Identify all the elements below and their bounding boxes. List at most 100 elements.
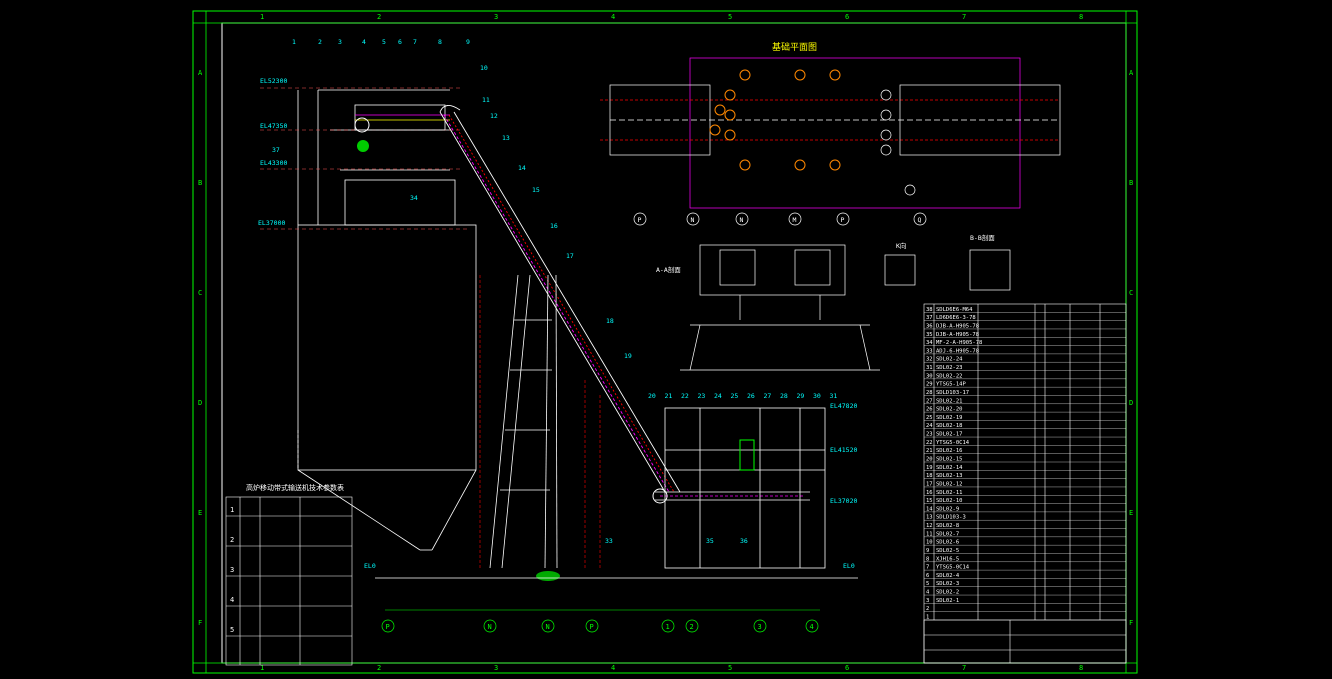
k-view	[884, 254, 916, 286]
bom-item-number: 9	[926, 548, 929, 554]
plan-axis-bubble	[913, 212, 927, 226]
frame-row-label: E	[198, 509, 202, 517]
plan-axis-bubble	[735, 212, 749, 226]
axis-bubble-label: 3	[758, 623, 762, 631]
spec-row-number: 1	[230, 506, 234, 514]
foundation-bolt-marker	[724, 89, 736, 101]
part-callout: 3	[338, 38, 342, 46]
bom-item-number: 3	[926, 598, 929, 604]
frame-column-label: 7	[962, 664, 966, 672]
bom-item-number: 37	[926, 315, 933, 321]
elevation-label: EL47350	[260, 122, 287, 130]
spec-table-title: 高炉移动带式输送机技术参数表	[246, 483, 344, 492]
plan-axis-label: P	[638, 216, 642, 224]
part-callout: 27	[764, 392, 772, 400]
part-callout: 37	[272, 146, 280, 154]
frame-row-label: A	[198, 69, 203, 77]
plan-view-title: 基础平面图	[772, 41, 817, 53]
foundation-bolt-marker	[724, 109, 736, 121]
part-callout: 31	[830, 392, 838, 400]
bom-item-number: 30	[926, 373, 933, 379]
axis-bubble-label: 4	[810, 623, 814, 631]
bom-item-code: SDL02-8	[936, 523, 959, 529]
truss-diagonals	[479, 275, 601, 568]
part-callout: 2	[318, 38, 322, 46]
part-callout: 9	[466, 38, 470, 46]
plan-axis-bubble	[633, 212, 647, 226]
bom-item-number: 13	[926, 515, 933, 521]
part-callout: 12	[490, 112, 498, 120]
bom-item-code: SDL02-9	[936, 506, 959, 512]
bom-item-number: 23	[926, 432, 933, 438]
foundation-bolt-marker	[829, 159, 841, 171]
frame-row-label: C	[198, 289, 202, 297]
foundation-bolt-marker	[794, 159, 806, 171]
foundation-bolt-marker	[709, 124, 721, 136]
bom-item-code: MF-2-A-H905-78	[936, 340, 982, 346]
bom-item-code: DJB-A-H905-78	[936, 332, 979, 338]
part-callout: 5	[382, 38, 386, 46]
frame-column-label: 6	[845, 13, 849, 21]
frame-zone-markers	[193, 11, 1137, 673]
spec-row-number: 2	[230, 536, 234, 544]
foundation-bolt-marker	[829, 69, 841, 81]
part-callout: 36	[740, 537, 748, 545]
foundation-bolt-marker	[880, 144, 892, 156]
bom-item-code: SDL02-5	[936, 548, 959, 554]
part-callout: 30	[813, 392, 821, 400]
part-callout: 1	[292, 38, 296, 46]
part-callout: 21	[665, 392, 673, 400]
spec-row-number: 4	[230, 596, 234, 604]
frame-row-label: E	[1129, 509, 1133, 517]
inclined-conveyor	[439, 105, 681, 493]
frame-row-label: F	[1129, 619, 1133, 627]
frame-column-label: 8	[1079, 13, 1083, 21]
bb-section	[969, 249, 1011, 291]
frame-column-label: 7	[962, 13, 966, 21]
bom-item-code: SDL02-6	[936, 540, 959, 546]
part-callout: 13	[502, 134, 510, 142]
bom-item-code: YTSG5-14P	[936, 382, 966, 388]
plan-axis-label: N	[740, 216, 744, 224]
axis-bubble-label: P	[386, 623, 390, 631]
axis-bubble-label: 2	[690, 623, 694, 631]
bom-item-number: 20	[926, 457, 933, 463]
bom-item-number: 27	[926, 398, 933, 404]
bom-item-code: SDL02-3	[936, 581, 959, 587]
plan-axis-label: N	[691, 216, 695, 224]
frame-column-label: 3	[494, 664, 498, 672]
axis-bubble	[585, 619, 599, 633]
axis-bubble	[541, 619, 555, 633]
axis-bubble-label: N	[488, 623, 492, 631]
frame-row-label: B	[198, 179, 202, 187]
frame-column-label: 8	[1079, 664, 1083, 672]
foundation-bolt-marker	[904, 184, 916, 196]
head-pulley	[354, 117, 370, 133]
plan-axis-label: M	[793, 216, 797, 224]
bom-item-number: 31	[926, 365, 933, 371]
frame-column-label: 4	[611, 664, 615, 672]
bom-item-number: 10	[926, 540, 933, 546]
base-foundation	[536, 571, 560, 581]
part-callout: 19	[624, 352, 632, 360]
elevation-label: EL47820	[830, 402, 857, 410]
bom-item-code: SDL02-13	[936, 473, 963, 479]
bom-item-number: 18	[926, 473, 933, 479]
part-callout: 17	[566, 252, 574, 260]
bom-item-code: SDL02-10	[936, 498, 963, 504]
bom-item-number: 28	[926, 390, 933, 396]
part-callout: 35	[706, 537, 714, 545]
part-callout: 4	[362, 38, 366, 46]
bom-item-number: 17	[926, 481, 933, 487]
spec-row-number: 3	[230, 566, 234, 574]
axis-bubble	[483, 619, 497, 633]
foundation-bolt-marker	[880, 129, 892, 141]
axis-bubble-label: P	[590, 623, 594, 631]
drawing-outer-border	[192, 10, 1138, 674]
part-callout: 34	[410, 194, 418, 202]
axis-bubble-label: 1	[666, 623, 670, 631]
